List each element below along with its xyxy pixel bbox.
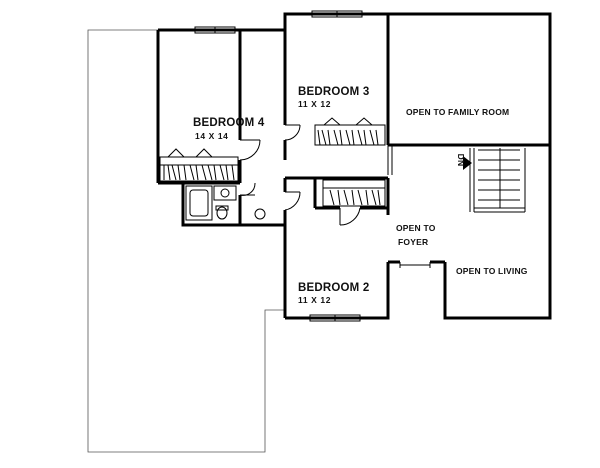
railing bbox=[387, 145, 393, 175]
open-to-family-room-label: OPEN TO FAMILY ROOM bbox=[406, 107, 509, 117]
open-to-living-label: OPEN TO LIVING bbox=[456, 266, 528, 276]
stair-direction-label: DN bbox=[456, 154, 466, 167]
closet-bedroom3 bbox=[314, 117, 386, 146]
bedroom3-name: BEDROOM 3 bbox=[298, 86, 369, 98]
closet-hall bbox=[322, 179, 386, 207]
open-to-foyer-label-line2: FOYER bbox=[398, 237, 428, 247]
stairs bbox=[469, 148, 526, 213]
bedroom4-name: BEDROOM 4 bbox=[193, 117, 265, 129]
doors bbox=[239, 124, 431, 268]
bedroom2-size: 11 X 12 bbox=[298, 295, 331, 305]
interior-walls bbox=[183, 14, 390, 225]
lower-floor-outline bbox=[87, 29, 285, 453]
closet-bedroom4 bbox=[159, 148, 239, 182]
bathroom bbox=[185, 185, 266, 221]
bedroom4-size: 14 X 14 bbox=[195, 131, 229, 141]
stair-direction-arrow-icon bbox=[463, 156, 472, 170]
open-to-foyer-label-line1: OPEN TO bbox=[396, 223, 436, 233]
bedroom2-name: BEDROOM 2 bbox=[298, 282, 369, 294]
bedroom3-size: 11 X 12 bbox=[298, 99, 331, 109]
windows bbox=[194, 10, 363, 322]
